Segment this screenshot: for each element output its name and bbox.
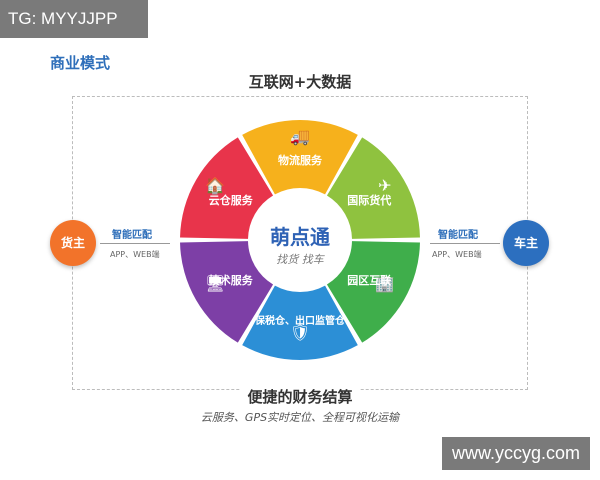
shield-icon: 🛡 bbox=[290, 323, 310, 342]
center-hub bbox=[250, 190, 350, 290]
center-subtitle: 找货 找车 bbox=[276, 253, 325, 266]
left-link-arrow bbox=[100, 243, 170, 244]
right-link-title: 智能匹配 bbox=[438, 230, 478, 241]
segment-label: 技术服务 bbox=[209, 273, 254, 287]
wheel-segment[interactable] bbox=[326, 137, 420, 239]
cargo-owner-label: 货主 bbox=[60, 236, 85, 250]
monitor-icon: 🖥 bbox=[205, 274, 225, 293]
top-label: 互联网+大数据 bbox=[0, 71, 600, 92]
bottom-label: 便捷的财务结算 bbox=[0, 386, 600, 407]
wheel-segment[interactable] bbox=[242, 285, 358, 360]
segment-label: 园区互联 bbox=[347, 273, 391, 287]
bottom-label-text: 便捷的财务结算 bbox=[241, 388, 359, 406]
wheel-segment[interactable] bbox=[242, 120, 358, 195]
section-title: 商业模式 bbox=[50, 54, 111, 72]
wheel-segment[interactable] bbox=[180, 241, 274, 343]
left-link-sub: APP、WEB端 bbox=[110, 250, 160, 259]
truck-icon: 🚚 bbox=[290, 127, 310, 146]
truck-owner-label: 车主 bbox=[513, 236, 538, 250]
warehouse-icon: 🏠 bbox=[205, 176, 225, 195]
watermark-tag: TG: MYYJJPP bbox=[0, 0, 148, 38]
truck-owner-circle[interactable]: 车主 bbox=[503, 220, 549, 266]
segment-label: 国际货代 bbox=[347, 193, 391, 207]
right-link-arrow bbox=[430, 243, 500, 244]
cargo-owner-circle[interactable]: 货主 bbox=[50, 220, 96, 266]
wheel-segment[interactable] bbox=[180, 137, 274, 239]
bottom-subtitle: 云服务、GPS实时定位、全程可视化运输 bbox=[200, 411, 400, 424]
right-link-sub: APP、WEB端 bbox=[432, 250, 482, 259]
wheel-segment[interactable] bbox=[326, 241, 420, 343]
watermark-site: www.yccyg.com bbox=[442, 437, 590, 470]
left-link-title: 智能匹配 bbox=[112, 230, 152, 241]
plane-globe-icon: ✈ bbox=[378, 176, 391, 195]
segment-label: 物流服务 bbox=[278, 153, 323, 167]
buildings-icon: 🏢 bbox=[375, 274, 395, 293]
center-title: 萌点通 bbox=[270, 225, 330, 249]
top-label-text: 互联网+大数据 bbox=[242, 73, 358, 91]
segment-label: 云仓服务 bbox=[209, 193, 254, 207]
segment-label: 保税仓、出口监管仓 bbox=[254, 314, 346, 327]
